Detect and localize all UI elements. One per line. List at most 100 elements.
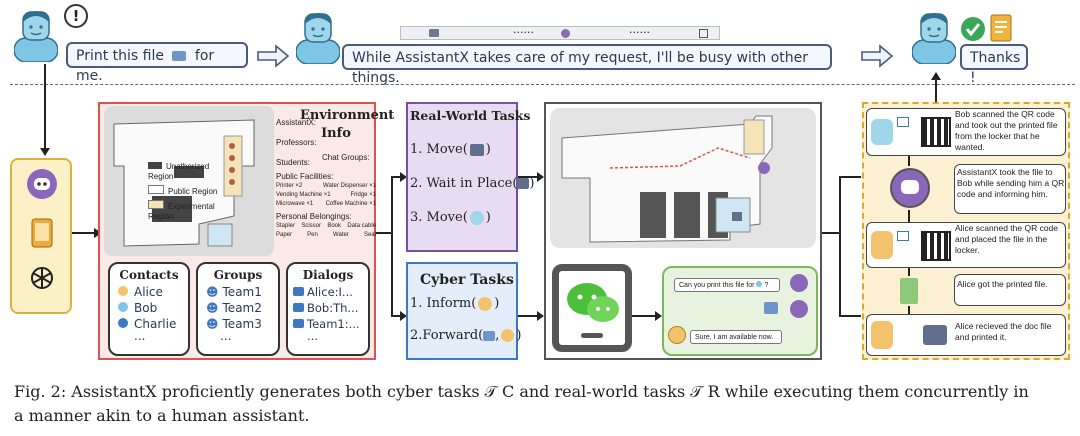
connector-steps-top [839, 176, 861, 178]
legend-unauthorized: Unathorized Region [148, 162, 230, 182]
environment-title: Environment Info [300, 108, 394, 142]
arrowhead-up [931, 72, 941, 80]
real-task-1-close: ) [485, 142, 491, 157]
dialogs-title: Dialogs [302, 268, 354, 282]
groups-card: Groups ☻Team1 ☻Team2 ☻Team3 ... [196, 262, 280, 356]
facility-printer: Printer ×2 [276, 183, 303, 189]
real-task-1: 1. Move() [410, 142, 491, 157]
arrow-right-2 [860, 44, 894, 68]
phone-home-bar [581, 333, 603, 338]
legend-public-label: Public Region [168, 187, 218, 196]
bob-avatar-icon [871, 119, 893, 145]
scan-icon [897, 231, 909, 241]
contact-charlie-label: Charlie [134, 317, 177, 331]
contacts-title: Contacts [119, 268, 179, 282]
contact-bob-label: Bob [134, 301, 158, 315]
group-team3-label: Team3 [222, 317, 262, 331]
charlie-avatar-icon [118, 318, 128, 328]
facility-vending: Vending Machine ×1 [276, 192, 331, 198]
caption-line-1: Fig. 2: AssistantX proficiently generate… [14, 382, 1029, 401]
facility-microwave: Microwave ×1 [276, 201, 314, 207]
arrowhead-cyber [400, 311, 407, 321]
document-icon [483, 330, 496, 341]
dialog-item-alice[interactable]: Alice:I... [293, 284, 368, 300]
busy-bubble: While AssistantX takes care of my reques… [342, 44, 832, 86]
alice-avatar-icon [118, 286, 128, 296]
user-avatar-right [912, 12, 956, 64]
group-item-team2[interactable]: ☻Team2 [206, 300, 278, 316]
professors-label: Professors: [276, 138, 317, 147]
person-icon [756, 281, 763, 287]
progress-strip: ...... ...... [400, 23, 720, 40]
mini-printer-icon [429, 29, 439, 37]
printer-icon [923, 325, 947, 345]
group-icon: ☻ [206, 301, 219, 315]
real-task-2-close: ) [529, 176, 535, 191]
qr-icon [921, 231, 951, 261]
public-facilities-label: Public Facilities: [276, 172, 334, 181]
legend-experimental-label: Experimental Region [148, 202, 215, 221]
arrowhead-down [40, 148, 50, 156]
contacts-list: Alice Bob Charlie ... [118, 284, 188, 343]
execution-map [550, 108, 816, 248]
connector-steps-bottom [839, 315, 861, 317]
robot-avatar-chat [790, 274, 808, 292]
belonging-water: Water [333, 232, 349, 238]
contact-item-alice[interactable]: Alice [118, 284, 188, 300]
thanks-text: Thanks ! [970, 50, 1021, 86]
group-icon: ☻ [206, 317, 219, 331]
belonging-paper: Paper [276, 232, 293, 238]
connector-env-split [376, 232, 392, 234]
contact-item-charlie[interactable]: Charlie [118, 316, 188, 332]
document-icon [764, 302, 778, 314]
group-item-team3[interactable]: ☻Team3 [206, 316, 278, 332]
contact-item-bob[interactable]: Bob [118, 300, 188, 316]
exclamation-icon: ! [64, 4, 88, 28]
cyber-task-2-close: ) [516, 328, 522, 343]
mini-robot-icon [561, 29, 570, 38]
printer-icon [517, 178, 530, 189]
step-arrow-2 [908, 210, 910, 222]
robot-icon [26, 168, 58, 200]
arrowhead-real [400, 172, 407, 182]
belonging-seal: Seal [363, 232, 376, 238]
step-alice-got: Alice got the printed file. [866, 274, 1066, 308]
dialog-item-bob[interactable]: Bob:Th... [293, 300, 368, 316]
contacts-more: ... [134, 329, 146, 343]
legend-public: Public Region [148, 185, 230, 197]
note-icon [990, 14, 1012, 42]
phone-frame [552, 264, 632, 352]
cyber-task-1-label: 1. Inform( [410, 296, 477, 311]
chat-bubble-icon [293, 319, 304, 328]
step-alice-print: Alice recieved the doc file and printed … [866, 314, 1066, 356]
contacts-card: Contacts Alice Bob Charlie ... [108, 262, 190, 356]
chat-message-1-text: Can you print this file for [679, 282, 755, 289]
alice-avatar-icon [478, 296, 493, 311]
groups-list: ☻Team1 ☻Team2 ☻Team3 ... [206, 284, 278, 343]
dialog-item-team1[interactable]: Team1:... [293, 316, 368, 332]
dialogs-more: ... [307, 329, 318, 343]
connector-steps-vertical [839, 176, 841, 316]
alice-avatar-icon [871, 321, 893, 349]
check-icon [960, 16, 986, 42]
step-robot-box: AssistantX took the file to Bob while se… [954, 164, 1066, 214]
cyber-task-1: 1. Inform() [410, 296, 499, 311]
belonging-stapler: Stapler [276, 223, 296, 229]
progress-dots-2: ...... [629, 23, 650, 36]
user-avatar-left [14, 10, 58, 62]
belonging-book: Book [327, 223, 341, 229]
thanks-bubble: Thanks ! [960, 44, 1028, 86]
cyber-task-2: 2.Forward(,) [410, 328, 522, 343]
alice-avatar-icon [501, 329, 515, 342]
dialog-bob-label: Bob:Th... [307, 301, 359, 315]
alice-avatar-chat [668, 326, 686, 344]
scan-icon [897, 117, 909, 127]
environment-title-line2: Info [321, 126, 351, 141]
groups-more: ... [220, 329, 232, 343]
mini-locker-icon [699, 29, 708, 38]
cyber-task-2-label: 2.Forward( [410, 328, 484, 343]
group-item-team1[interactable]: ☻Team1 [206, 284, 278, 300]
real-task-3-label: 3. Move( [410, 210, 468, 225]
